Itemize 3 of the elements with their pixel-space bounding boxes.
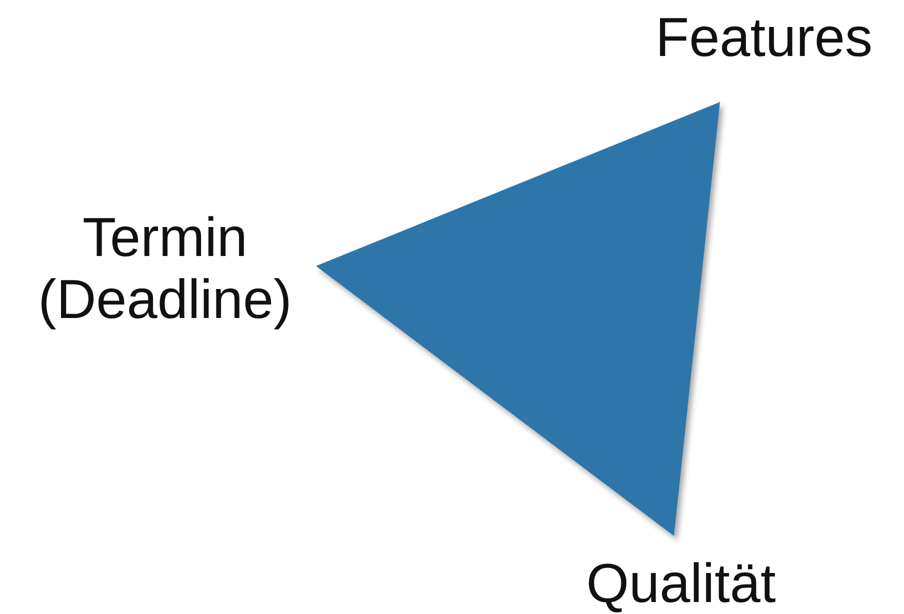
vertex-label: Features (654, 6, 874, 68)
vertex-label: Qualität (585, 552, 777, 614)
vertex-label: Termin (Deadline) (37, 206, 293, 330)
